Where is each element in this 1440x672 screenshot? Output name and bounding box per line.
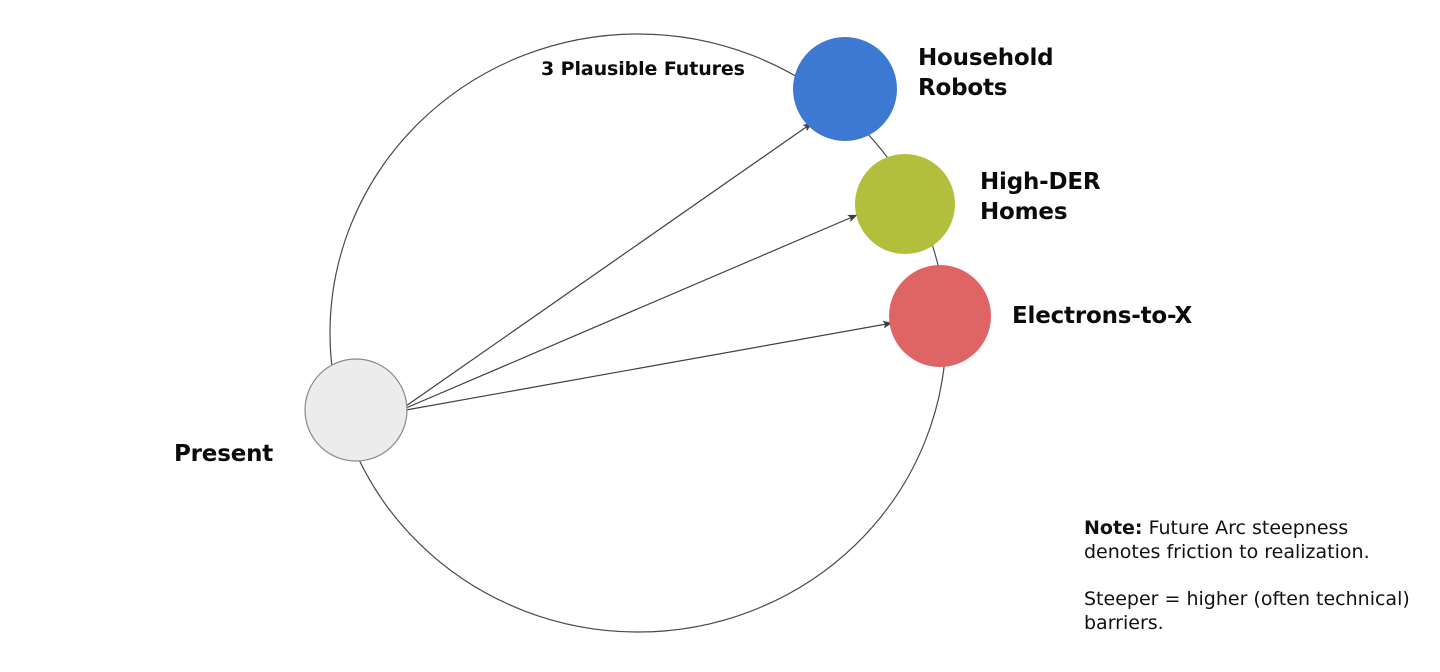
future-label-high-der-homes: High-DER Homes [980,169,1101,226]
note-block: Note: Future Arc steepness denotes frict… [1084,516,1414,635]
connector-present-to-electrons-to-x [405,320,893,411]
connector-present-to-household-robots [405,122,813,407]
note-paragraph-primary: Note: Future Arc steepness denotes frict… [1084,516,1414,565]
present-node-label: Present [174,441,274,467]
note-paragraph-secondary: Steeper = higher (often technical) barri… [1084,587,1410,634]
future-label-household-robots: Household Robots [918,45,1054,102]
connector-present-to-high-der-homes [405,214,858,409]
note-strong-prefix: Note: [1084,517,1143,539]
note-primary-text: Future Arc steepness denotes friction to… [1084,517,1370,564]
future-node-electrons-to-x[interactable] [889,265,991,367]
present-node[interactable] [304,358,408,462]
future-node-high-der-homes[interactable] [855,154,955,254]
future-label-electrons-to-x: Electrons-to-X [1012,303,1192,329]
future-arc-label: 3 Plausible Futures [541,58,745,80]
future-node-household-robots[interactable] [793,37,897,141]
